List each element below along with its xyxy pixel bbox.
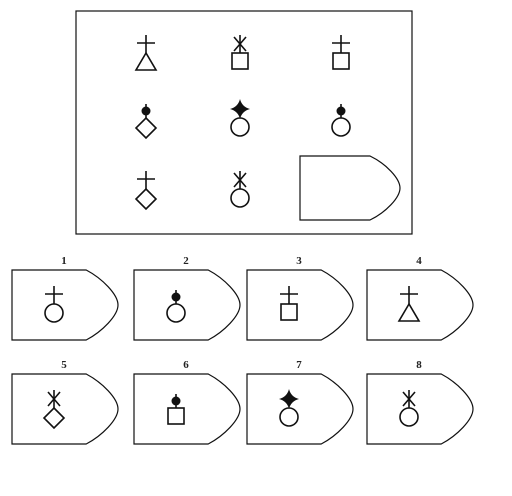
square-shape (231, 52, 249, 70)
option-symbol (167, 394, 185, 425)
option-box (133, 269, 241, 341)
cross-mark (137, 35, 155, 53)
dot-mark (171, 394, 181, 408)
option-5[interactable]: 5 (11, 359, 119, 445)
option-number: 6 (183, 359, 189, 371)
asterisk-mark (47, 390, 61, 408)
cross-mark (137, 171, 155, 189)
option-4[interactable]: 4 (366, 255, 474, 341)
star-mark (279, 389, 299, 409)
triangle-shape (397, 302, 421, 322)
dot-mark (336, 104, 346, 118)
option-box (246, 373, 354, 445)
option-number: 7 (296, 359, 302, 371)
circle-shape (44, 303, 64, 323)
triangle-shape (134, 51, 158, 71)
asterisk-mark (402, 390, 416, 408)
option-6[interactable]: 6 (133, 359, 241, 445)
matrix-frame (75, 10, 413, 235)
diamond-shape (42, 406, 66, 430)
diamond-shape (134, 116, 158, 140)
option-symbol (44, 286, 64, 323)
matrix-cell-2-1 (134, 104, 158, 140)
square-shape (280, 303, 298, 321)
option-box (11, 373, 119, 445)
circle-shape (230, 188, 250, 208)
option-number: 1 (61, 255, 67, 267)
circle-shape (230, 117, 250, 137)
matrix-cell-3-1 (134, 171, 158, 211)
option-box (246, 269, 354, 341)
diamond-shape (134, 187, 158, 211)
dot-mark (171, 290, 181, 304)
option-symbol (279, 389, 299, 427)
option-box (366, 269, 474, 341)
circle-shape (166, 303, 186, 323)
option-2[interactable]: 2 (133, 255, 241, 341)
option-number: 4 (416, 255, 422, 267)
option-symbol (42, 390, 66, 430)
circle-shape (399, 407, 419, 427)
option-box (366, 373, 474, 445)
asterisk-mark (233, 35, 247, 53)
cross-mark (332, 35, 350, 53)
option-number: 5 (61, 359, 67, 371)
matrix-cell-1-3 (332, 35, 350, 70)
option-symbol (397, 286, 421, 322)
matrix-grid (134, 35, 401, 221)
option-symbol (280, 286, 298, 321)
matrix-cell-1-2 (231, 35, 249, 70)
circle-shape (279, 407, 299, 427)
asterisk-mark (233, 171, 247, 189)
option-symbol (399, 390, 419, 427)
cross-mark (45, 286, 63, 304)
square-shape (332, 52, 350, 70)
matrix-cell-1-1 (134, 35, 158, 71)
circle-shape (331, 117, 351, 137)
cross-mark (400, 286, 418, 304)
cross-mark (280, 286, 298, 304)
option-1[interactable]: 1 (11, 255, 119, 341)
matrix-cell-2-2 (230, 99, 250, 137)
missing-cell-box (299, 155, 401, 221)
star-mark (230, 99, 250, 119)
matrix-cell-3-2 (230, 171, 250, 208)
option-number: 2 (183, 255, 189, 267)
answer-options: 1 2 3 4 5 6 7 8 (11, 255, 474, 445)
matrix-cell-2-3 (331, 104, 351, 137)
option-number: 8 (416, 359, 422, 371)
option-7[interactable]: 7 (246, 359, 354, 445)
option-number: 3 (296, 255, 302, 267)
option-box (133, 373, 241, 445)
square-shape (167, 407, 185, 425)
option-3[interactable]: 3 (246, 255, 354, 341)
option-8[interactable]: 8 (366, 359, 474, 445)
dot-mark (141, 104, 151, 118)
option-symbol (166, 290, 186, 323)
option-box (11, 269, 119, 341)
